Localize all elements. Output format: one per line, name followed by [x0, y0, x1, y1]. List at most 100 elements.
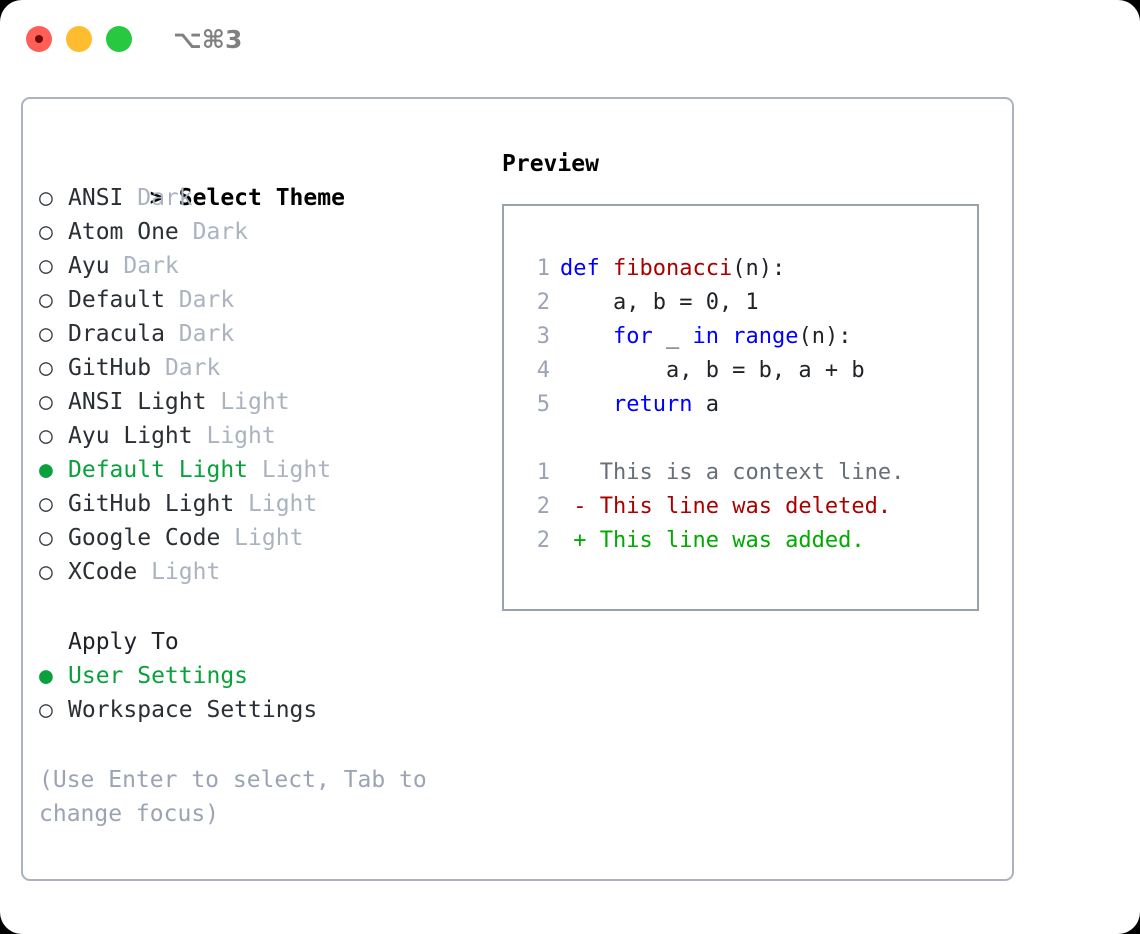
zoom-button[interactable]: [106, 26, 132, 52]
keyboard-shortcut-label: ⌥⌘3: [173, 24, 243, 54]
apply-to-option-user-settings[interactable]: ● User Settings: [39, 659, 489, 693]
diff-line-del: 2 - This line was deleted.: [504, 490, 977, 524]
code-token: for: [612, 324, 653, 349]
window-controls: [26, 26, 132, 52]
minimize-button[interactable]: [66, 26, 92, 52]
code-token: return: [612, 392, 693, 417]
apply-to-option-label: Workspace Settings: [68, 697, 318, 723]
diff-sample: 1 This is a context line. 2 - This line w…: [504, 456, 977, 558]
radio-unselected-icon: ○: [39, 389, 53, 415]
diff-line-number: 2: [536, 494, 550, 519]
select-theme-heading: > Select Theme: [39, 147, 489, 211]
keyboard-hint-text: (Use Enter to select, Tab to change focu…: [39, 767, 441, 827]
apply-to-option-workspace-settings[interactable]: ○ Workspace Settings: [39, 693, 489, 727]
theme-list-panel: >Select Theme ○ANSI Dark○Atom One Dark○A…: [39, 147, 489, 831]
code-line: 5 return a: [504, 388, 977, 422]
diff-sign-ctx: [560, 460, 600, 485]
radio-selected-icon: ●: [39, 457, 53, 483]
code-line-number: 2: [536, 290, 550, 315]
theme-option-ayu[interactable]: ○ Ayu Dark: [39, 249, 489, 283]
prompt-caret-icon: >: [149, 185, 164, 211]
theme-option-default[interactable]: ○Default Dark: [39, 283, 489, 317]
theme-option-kind-badge: Light: [220, 525, 304, 551]
radio-unselected-icon: ○: [39, 185, 53, 211]
theme-option-ansi-light[interactable]: ○ ANSI Light Light: [39, 385, 489, 419]
code-token: a: [692, 392, 719, 417]
code-token: def: [560, 256, 613, 281]
radio-unselected-icon: ○: [39, 253, 53, 279]
theme-option-kind-badge: Light: [234, 491, 318, 517]
theme-option-label: GitHub: [68, 355, 152, 381]
close-button[interactable]: [26, 26, 52, 52]
code-diff-separator: [504, 422, 977, 456]
theme-option-kind-badge: Light: [206, 389, 290, 415]
radio-unselected-icon: ○: [39, 491, 53, 517]
code-token: (n):: [732, 256, 786, 281]
theme-option-label: Default: [68, 287, 165, 313]
preview-title: Preview: [502, 151, 599, 177]
radio-unselected-icon: ○: [39, 423, 53, 449]
theme-picker-card: >Select Theme ○ANSI Dark○Atom One Dark○A…: [21, 97, 1014, 881]
radio-selected-icon: ●: [39, 663, 53, 689]
theme-option-kind-badge: Dark: [123, 185, 193, 211]
theme-option-kind-badge: Light: [248, 457, 332, 483]
window-titlebar: ⌥⌘3: [0, 0, 1140, 78]
diff-line-text: This is a context line.: [599, 460, 905, 485]
code-token: [560, 324, 613, 349]
theme-option-default-light[interactable]: ● Default Light Light: [39, 453, 489, 487]
theme-option-atom-one[interactable]: ○Atom One Dark: [39, 215, 489, 249]
theme-option-label: Ayu Light: [68, 423, 193, 449]
code-token: _: [652, 324, 693, 349]
code-line-number: 5: [536, 392, 550, 417]
theme-option-label: XCode: [68, 559, 138, 585]
diff-line-text: This line was added.: [599, 528, 865, 553]
code-token: fibonacci: [612, 256, 733, 281]
theme-option-label: Default Light: [68, 457, 249, 483]
theme-option-github[interactable]: ○GitHub Dark: [39, 351, 489, 385]
diff-line-add: 2 + This line was added.: [504, 524, 977, 558]
apply-to-label: Apply To: [68, 629, 179, 655]
diff-line-number: 1: [536, 460, 550, 485]
radio-unselected-icon: ○: [39, 321, 53, 347]
theme-option-label: Google Code: [68, 525, 221, 551]
diff-line-text: This line was deleted.: [599, 494, 892, 519]
code-token: in: [692, 324, 719, 349]
code-token: range: [732, 324, 799, 349]
radio-unselected-icon: ○: [39, 559, 53, 585]
diff-sign-del: -: [560, 494, 600, 519]
theme-option-label: Ayu: [68, 253, 110, 279]
theme-option-label: GitHub Light: [68, 491, 235, 517]
radio-unselected-icon: ○: [39, 697, 53, 723]
theme-option-label: Dracula: [68, 321, 165, 347]
code-token: a, b = b, a + b: [560, 358, 865, 383]
theme-option-ansi[interactable]: ○ANSI Dark: [39, 181, 489, 215]
code-token: a, b = 0, 1: [560, 290, 759, 315]
select-theme-heading-label: Select Theme: [178, 185, 345, 211]
radio-unselected-icon: ○: [39, 287, 53, 313]
theme-option-kind-badge: Light: [137, 559, 221, 585]
theme-option-kind-badge: Dark: [109, 253, 179, 279]
theme-option-kind-badge: Dark: [164, 321, 235, 347]
theme-option-label: Atom One: [68, 219, 179, 245]
theme-option-github-light[interactable]: ○ GitHub Light Light: [39, 487, 489, 521]
theme-options-list: ○ANSI Dark○Atom One Dark○Ayu Dark○Defaul…: [39, 181, 489, 589]
theme-option-dracula[interactable]: ○ Dracula Dark: [39, 317, 489, 351]
diff-line-number: 2: [536, 528, 550, 553]
theme-option-google-code[interactable]: ○Google Code Light: [39, 521, 489, 555]
radio-unselected-icon: ○: [39, 219, 53, 245]
code-line: 4 a, b = b, a + b: [504, 354, 977, 388]
theme-option-label: ANSI Light: [68, 389, 207, 415]
theme-option-xcode[interactable]: ○ XCode Light: [39, 555, 489, 589]
code-line-number: 3: [536, 324, 550, 349]
radio-unselected-icon: ○: [39, 355, 53, 381]
code-line: 3 for _ in range(n):: [504, 320, 977, 354]
apply-to-option-label: User Settings: [68, 663, 249, 689]
hint-spacer: [39, 727, 489, 763]
code-line: 2 a, b = 0, 1: [504, 286, 977, 320]
theme-option-ayu-light[interactable]: ○Ayu Light Light: [39, 419, 489, 453]
